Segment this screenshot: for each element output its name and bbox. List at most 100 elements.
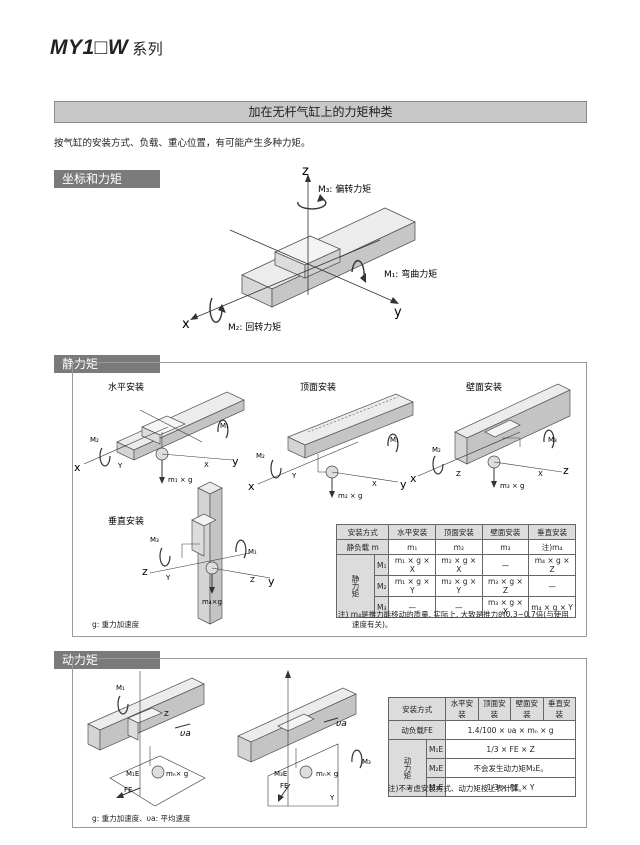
wall-mount-label: 壁面安装 [466,381,502,393]
axis-z-label: z [302,164,309,179]
series-code: MY1□W [50,36,129,59]
dth-horizontal: 水平安装 [445,697,479,721]
c-x-axis: x [248,480,255,493]
moment-group-label: 静力矩 [336,554,375,618]
w-load-label: m₃ × g [500,482,524,490]
dth-wall: 壁面安装 [510,697,544,721]
h-y-axis: y [232,455,239,468]
horizontal-mount-diagram: 水平安装 M₂ M₁ x y Y X m₁ × g [74,381,245,484]
dyn-load-formula: 1.4/100 × υa × mₙ × g [445,720,576,740]
m1-label: M₁: 弯曲力矩 [384,268,437,280]
table-cell: — [481,554,530,576]
vertical-mount-label: 垂直安装 [108,515,144,527]
c-load-label: m₂ × g [338,492,362,500]
w-m2-label: M₂ [432,446,441,454]
row-label: M₂E [425,758,447,778]
table-cell: — [528,575,576,597]
load-cell: m₃ [481,539,530,555]
static-section-tab: 静力矩 [54,355,160,373]
static-section-frame [72,362,587,637]
dth-vertical: 垂直安装 [542,697,577,721]
c-m2-label: M₂ [256,452,265,460]
th-horizontal: 水平安装 [388,524,437,540]
intro-text: 按气缸的安装方式、负载、重心位置，有可能产生多种力矩。 [54,138,311,149]
load-row-label: 静负载 m [335,539,390,555]
table-cell: m₁ × g × Y [388,575,437,597]
table-row: 静力矩 M₁ m₁ × g × X m₂ × g × X — m₄ × g × … [336,554,576,618]
w-Z-dim: Z [456,470,461,478]
dynamic-moment-table: 安装方式 水平安装 顶面安装 壁面安装 垂直安装 动负载FE 1.4/100 ×… [387,697,577,797]
static-load-row: 静负载 m m₁ m₂ m₃ 注)m₄ [335,539,576,555]
dynamic-section-tab: 动力矩 [54,651,160,669]
dynamic-diagram-wall: υa M₃E mₙ× g FE M₃ Y [237,670,371,807]
dth-mount: 安装方式 [387,697,447,721]
table-cell: m₄ × g × Y [528,596,576,618]
row-label: M₁E [425,739,447,759]
th-wall: 壁面安装 [481,524,530,540]
h-m2-label: M₂ [90,436,99,444]
dynamic-diagram-horizontal: M₁ Z υa M₁E mₙ× g FE [87,671,206,807]
dynamic-table-note: 注)不考虑安装方式、动力矩按上表计算。 [388,784,526,793]
h-x-axis: x [74,461,81,474]
v-Y-dim: Y [165,574,171,582]
m3-arrow [297,197,327,210]
table-cell: 1/3 × FE × Y [445,777,576,797]
d-m1-label: M₁ [116,684,125,692]
table-cell: — [435,596,483,618]
static-g-note: g: 重力加速度 [92,620,140,629]
ceiling-mount-label: 顶面安装 [300,381,336,393]
table-row: M₃E 1/3 × FE × Y [389,777,576,797]
vertical-mount-diagram: 垂直安装 M₃ M₁ z y Y Z m₄×g [108,481,275,625]
v-y-axis: y [268,575,275,588]
table-row: M₂ m₁ × g × Y m₂ × g × Y m₃ × g × Z — [337,575,576,597]
row-label: M₂ [373,575,390,597]
x-axis-line [193,239,381,319]
table-cell: 不会发生动力矩M₂E。 [445,758,576,778]
v-m3-label: M₃ [150,536,159,544]
dth-ceiling: 顶面安装 [477,697,512,721]
dynamic-load-row: 动负载FE 1.4/100 × υa × mₙ × g [387,720,576,740]
table-cell: m₃ × g × X [481,596,530,618]
ceiling-mount-diagram: 顶面安装 M₂ M₁ x y Y X m₂ × g [248,381,414,500]
v-Z-dim: Z [250,576,255,584]
load-cell: m₂ [435,539,483,555]
d-mng-label: mₙ× g [166,770,188,778]
v-load-label: m₄×g [202,598,222,606]
m2-arrow [209,297,223,324]
section-banner: 加在无杆气缸上的力矩种类 [54,101,587,123]
d-m1e-label: M₁E [126,770,139,778]
c-y-axis: y [400,478,407,491]
v-z-axis: z [142,565,148,578]
coord-diagram: z x y M₃: 偏转力矩 M₁: 弯曲力矩 M₂: 回转力矩 [182,164,437,333]
dynamic-g-note: g: 重力加速度、υa: 平均速度 [92,814,191,823]
axis-x-label: x [182,317,190,332]
dynamic-table-header: 安装方式 水平安装 顶面安装 壁面安装 垂直安装 [387,697,577,721]
static-moment-table: 安装方式 水平安装 顶面安装 壁面安装 垂直安装 静负载 m m₁ m₂ m₃ … [335,524,576,618]
table-cell: m₃ × g × Z [481,575,530,597]
h-Y-dim: Y [117,462,123,470]
coord-section-tab: 坐标和力矩 [54,170,160,188]
w-z-axis: z [563,464,569,477]
c-Y-dim: Y [291,472,297,480]
horizontal-mount-label: 水平安装 [108,381,144,393]
th-ceiling: 顶面安装 [435,524,483,540]
w-X-dim: X [538,470,543,478]
row-label: M₁ [373,554,390,576]
static-table-note-2: 速度有关)。 [352,620,393,629]
wall-mount-diagram: 壁面安装 M₂ M₃ x z Z X m₃ × g [410,381,571,490]
load-cell: m₁ [388,539,437,555]
table-row: 动力矩 M₁E 1/3 × FE × Z [388,739,576,797]
static-table-header: 安装方式 水平安装 顶面安装 壁面安装 垂直安装 [335,524,576,540]
dyn-moment-group-label: 动力矩 [388,739,427,797]
dyn-load-label: 动负载FE [387,720,447,740]
m2-label: M₂: 回转力矩 [228,321,281,333]
table-cell: m₂ × g × Y [435,575,483,597]
w-m3-label: M₃ [548,436,557,444]
dw-m3-label: M₃ [362,758,371,766]
h-load-label: m₁ × g [168,476,192,484]
d-va-label: υa [180,729,191,739]
th-mount: 安装方式 [335,524,390,540]
axis-y-label: y [394,305,402,320]
series-suffix: 系列 [132,40,164,58]
